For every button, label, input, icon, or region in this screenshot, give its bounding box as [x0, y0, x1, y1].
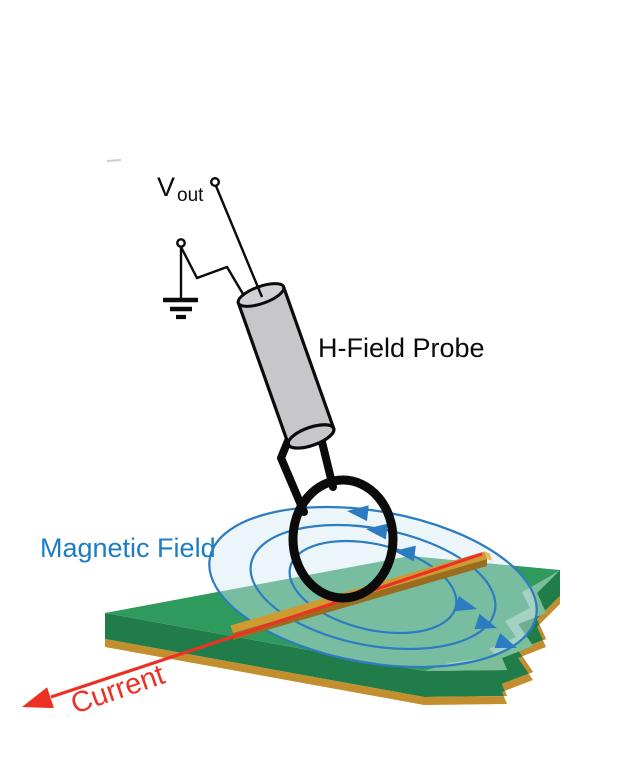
- stray-mark: [106, 159, 122, 162]
- field-arrow-bottom-inner: [454, 595, 477, 612]
- field-arrow-bottom-outer: [494, 633, 517, 648]
- pcb-board: [105, 556, 560, 705]
- probe-bottom-cap: [286, 423, 336, 450]
- magnetic-field-label: Magnetic Field: [40, 533, 216, 563]
- field-arrow-top-inner: [394, 545, 416, 562]
- probe-label: H-Field Probe: [318, 333, 485, 363]
- vout-label: V: [157, 172, 175, 202]
- circuit-wiring: [163, 176, 264, 320]
- pcb-top-surface: [105, 556, 560, 671]
- vout-wire: [214, 185, 264, 298]
- current-indicator: [22, 552, 483, 709]
- probe-sense-loop: [288, 475, 398, 603]
- current-arrowhead: [22, 687, 54, 709]
- trace-end-cap: [484, 551, 492, 561]
- field-direction-arrows: [347, 505, 517, 648]
- field-line-inner: [267, 541, 478, 633]
- field-arrow-top-outer: [347, 505, 369, 522]
- ground-terminal: [176, 238, 186, 248]
- field-arrow-top-middle: [366, 523, 388, 540]
- vout-terminal: [209, 176, 220, 187]
- pcb-gold-layer: [105, 596, 560, 705]
- field-line-middle: [220, 525, 526, 649]
- ground-wire: [179, 246, 245, 295]
- vout-subscript-label: out: [177, 185, 204, 206]
- pcb-side-wall: [105, 570, 560, 697]
- current-line: [50, 552, 483, 699]
- pcb-torn-edge-highlight: [424, 570, 560, 671]
- field-arrow-bottom-middle: [474, 613, 497, 630]
